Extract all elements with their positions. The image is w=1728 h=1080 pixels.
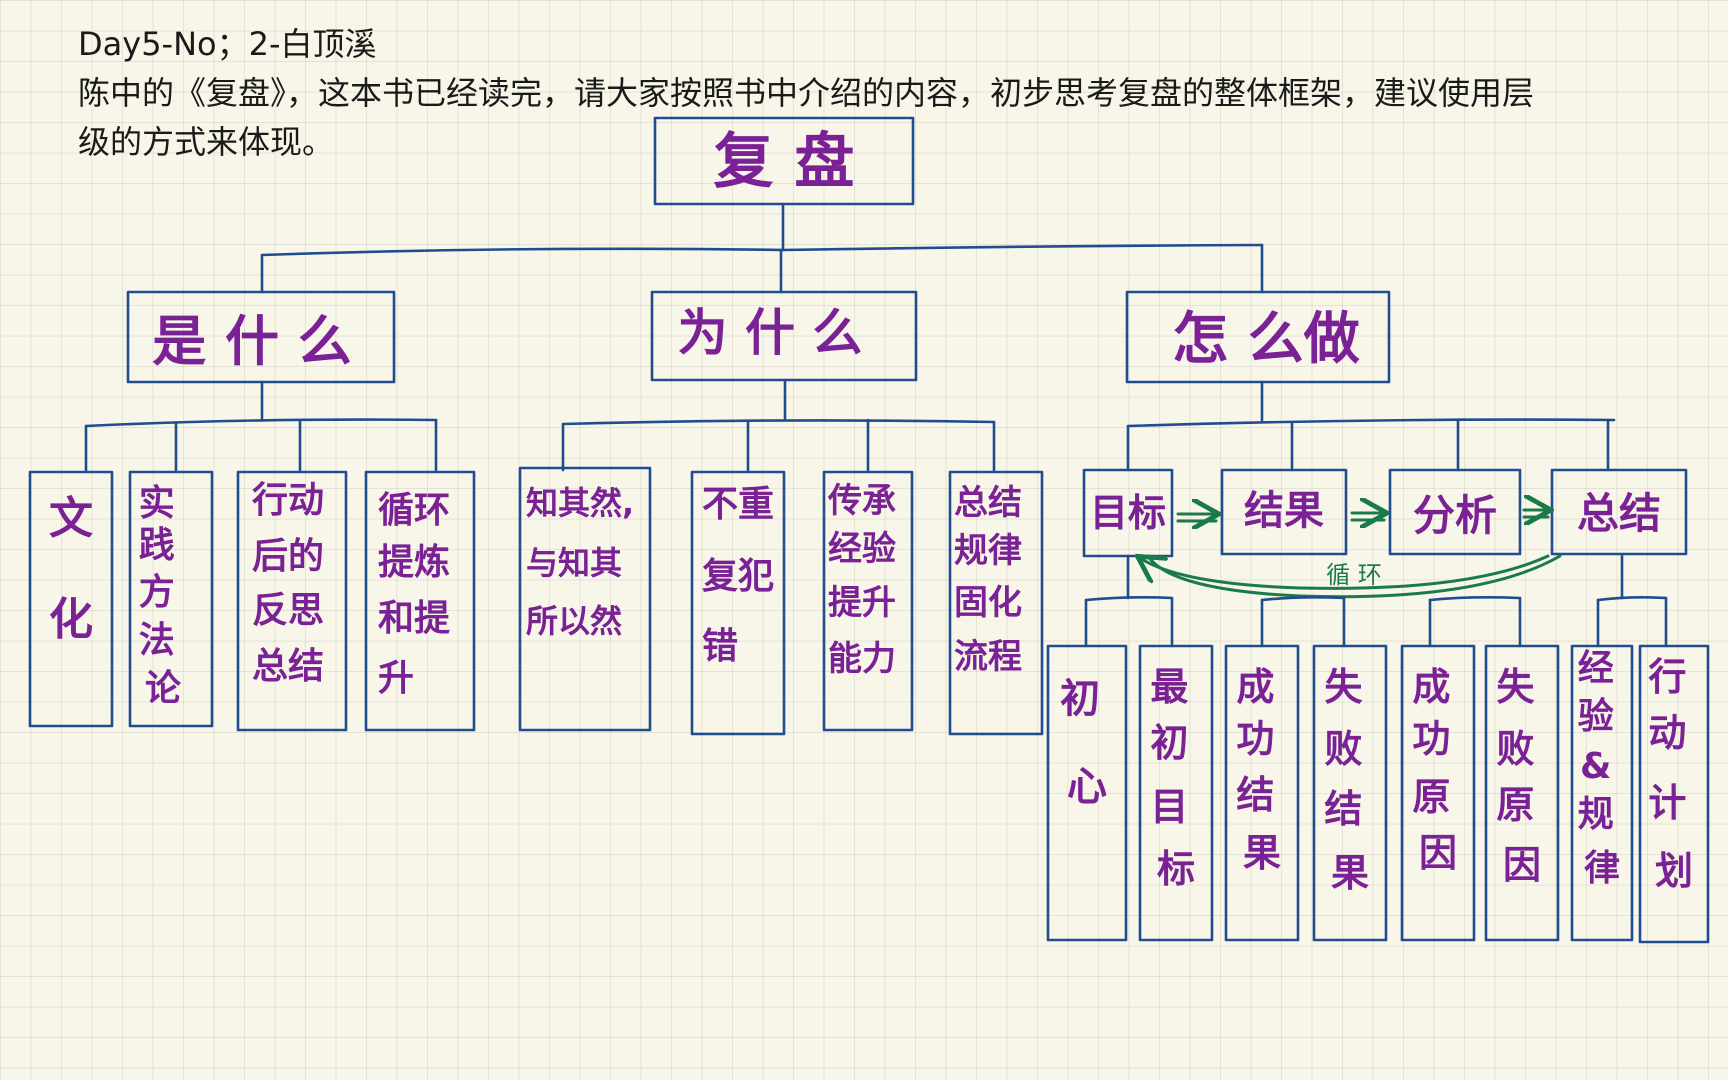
why-bar bbox=[561, 419, 996, 426]
what-leaf-text-1: 文 化 bbox=[0, 0, 2, 1]
assignment-prompt-line-1: 陈中的《复盘》，这本书已经读完，请大家按照书中介绍的内容，初步思考复盘的整体框架… bbox=[78, 74, 1535, 112]
how-leaf-failure-result: 失 败 结 果 bbox=[1312, 644, 1388, 942]
branch-why: 为 什 么 bbox=[650, 290, 918, 382]
how-leaf-text-5: 成 功 原 因 bbox=[1412, 665, 1463, 875]
how-leaf-text-2: 最 初 目 标 bbox=[1150, 665, 1201, 891]
how-leaf-box-1 bbox=[1046, 644, 1128, 942]
why-label: 为 什 么 bbox=[678, 304, 863, 362]
step-goal-label: 目标 bbox=[1090, 491, 1166, 535]
what-leaf-box-2 bbox=[128, 470, 214, 728]
how-leaf-experience: 经 验 & 规 律 bbox=[1570, 644, 1634, 942]
root-label: 复 盘 bbox=[714, 127, 855, 197]
how-box bbox=[1125, 290, 1391, 384]
why-leaf-box-1 bbox=[518, 466, 652, 732]
goal-bar bbox=[1084, 596, 1174, 602]
step-result-label: 结果 bbox=[1244, 488, 1324, 534]
how-leaf-action-plan: 行 动 计 划 bbox=[1638, 644, 1710, 944]
what-leaf-char-1a: 文 bbox=[49, 493, 93, 544]
how-leaf-intent: 初 心 bbox=[1046, 644, 1128, 942]
assignment-title: Day5-No；2-白顶溪 bbox=[78, 25, 377, 63]
what-leaf-reflect: 行动 后的 反思 总结 bbox=[236, 470, 348, 732]
level1-bar bbox=[260, 243, 1264, 257]
why-leaf-inherit: 传承 经验 提升 能力 bbox=[822, 470, 914, 732]
what-leaf-box-3 bbox=[236, 470, 348, 732]
how-leaf-text-4: 失 败 结 果 bbox=[1324, 665, 1375, 895]
why-leaf-no-repeat: 不重 复犯 错 bbox=[690, 470, 787, 736]
summary-bar bbox=[1596, 596, 1668, 602]
how-leaf-failure-reason: 失 败 原 因 bbox=[1484, 644, 1560, 942]
how-leaf-success-reason: 成 功 原 因 bbox=[1400, 644, 1476, 942]
why-leaf-text-4: 总结 规律 固化 流程 bbox=[954, 483, 1034, 677]
loop-arrow-inner bbox=[1140, 556, 1550, 590]
how-leaf-box-8 bbox=[1638, 644, 1710, 944]
how-leaf-text-7: 经 验 & 规 律 bbox=[1578, 648, 1627, 889]
what-leaf-char-1b: 化 bbox=[49, 594, 93, 645]
result-bar bbox=[1260, 596, 1346, 602]
how-leaf-box-7 bbox=[1570, 644, 1634, 942]
step-summary-label: 总结 bbox=[1577, 489, 1661, 538]
step-result: 结果 bbox=[1220, 468, 1348, 556]
what-label: 是 什 么 bbox=[152, 310, 352, 373]
what-leaf-text-2: 实 践 方 法 论 bbox=[139, 483, 188, 709]
why-leaf-summary: 总结 规律 固化 流程 bbox=[948, 470, 1044, 736]
how-leaf-text-1: 初 心 bbox=[1060, 676, 1114, 810]
what-leaf-text-3: 行动 后的 反思 总结 bbox=[252, 480, 337, 687]
what-leaf-box-4 bbox=[364, 470, 476, 732]
how-leaf-initial-goal: 最 初 目 标 bbox=[1138, 644, 1214, 942]
branch-how: 怎 么做 bbox=[1125, 290, 1391, 384]
what-leaf-box-1 bbox=[28, 470, 114, 728]
loop-label: 循 环 bbox=[1326, 561, 1382, 589]
why-leaf-know: 知其然, 与知其 所以然 bbox=[518, 466, 652, 732]
step-analysis-label: 分析 bbox=[1413, 491, 1497, 540]
step-analysis: 分析 bbox=[1388, 468, 1522, 556]
step-analysis-box bbox=[1388, 468, 1522, 556]
what-leaf-loop: 循环 提炼 和提 升 bbox=[364, 470, 476, 732]
how-leaf-text-8: 行 动 计 划 bbox=[1648, 655, 1699, 893]
analysis-bar bbox=[1428, 596, 1522, 602]
how-leaf-success-result: 成 功 结 果 bbox=[1224, 644, 1300, 942]
how-leaf-box-4 bbox=[1312, 644, 1388, 942]
how-leaf-text-3: 成 功 结 果 bbox=[1236, 665, 1287, 875]
step-goal: 目标 bbox=[1082, 468, 1174, 558]
branch-what: 是 什 么 bbox=[126, 290, 396, 384]
why-leaf-box-4 bbox=[948, 470, 1044, 736]
why-leaf-box-2 bbox=[690, 470, 786, 736]
what-leaf-method: 实 践 方 法 论 bbox=[128, 470, 214, 728]
why-leaf-box-3 bbox=[822, 470, 914, 732]
assignment-header: Day5-No；2-白顶溪 陈中的《复盘》，这本书已经读完，请大家按照书中介绍的… bbox=[78, 20, 1688, 167]
how-leaf-box-5 bbox=[1400, 644, 1476, 942]
how-leaf-text-6: 失 败 原 因 bbox=[1496, 665, 1547, 887]
assignment-prompt-line-2: 级的方式来体现。 bbox=[78, 123, 335, 161]
how-leaf-box-6 bbox=[1484, 644, 1560, 942]
how-leaf-box-3 bbox=[1224, 644, 1300, 942]
what-leaf-text-4: 循环 提炼 和提 升 bbox=[378, 490, 463, 699]
what-bar bbox=[84, 418, 438, 428]
step-result-box bbox=[1220, 468, 1348, 556]
how-label: 怎 么做 bbox=[1172, 307, 1360, 372]
how-leaf-box-2 bbox=[1138, 644, 1214, 942]
what-leaf-culture: 文 化 文 化 bbox=[0, 0, 114, 728]
step-summary: 总结 bbox=[1550, 468, 1688, 556]
why-leaf-text-3: 传承 经验 提升 能力 bbox=[827, 481, 908, 679]
why-leaf-text-1: 知其然, 与知其 所以然 bbox=[526, 484, 645, 640]
how-bar bbox=[1126, 418, 1616, 428]
why-leaf-text-2: 不重 复犯 错 bbox=[702, 484, 787, 667]
